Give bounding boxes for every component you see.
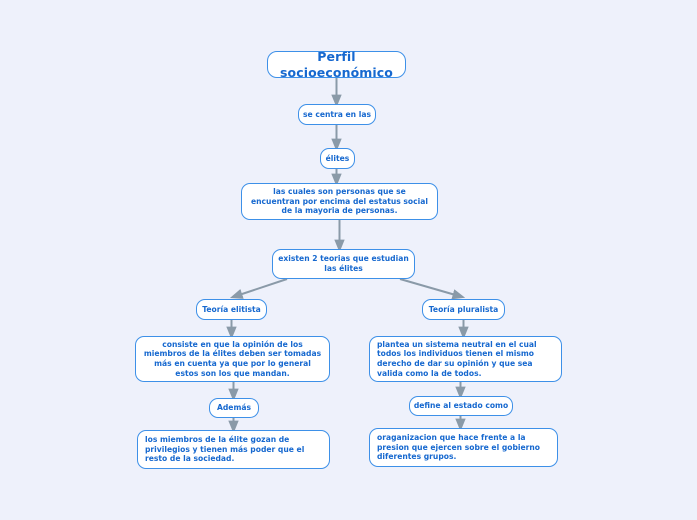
node-organizacion-presion-gobierno[interactable]: oraganizacion que hace frente a la presi…	[369, 428, 558, 467]
connector-existen-to-elitista	[229, 278, 288, 299]
node-define-label: define al estado como	[413, 401, 509, 411]
node-plantea-label: plantea un sistema neutral en el cual to…	[377, 339, 537, 378]
node-root-label: Perfil socioeconómico	[280, 48, 393, 80]
node-miembros-elite-gozan[interactable]: los miembros de la élite gozan de privil…	[137, 430, 330, 469]
node-organizacion-label: oraganizacion que hace frente a la presi…	[377, 432, 541, 462]
node-existen-2-teorias[interactable]: existen 2 teorias que estudian las élite…	[272, 249, 415, 279]
node-teoria-elitista[interactable]: Teoría elitista	[196, 299, 267, 320]
node-elites-label: élites	[325, 153, 350, 163]
node-existen-label: existen 2 teorias que estudian las élite…	[278, 254, 409, 273]
node-ademas[interactable]: Además	[209, 398, 259, 418]
node-consiste-label: consiste en que la opinión de los miembr…	[143, 339, 322, 378]
node-consiste-opinion-miembros[interactable]: consiste en que la opinión de los miembr…	[135, 336, 330, 382]
node-las-cuales-label: las cuales son personas que se encuentra…	[251, 186, 428, 216]
node-define-al-estado-como[interactable]: define al estado como	[409, 396, 513, 416]
node-las-cuales-son-personas[interactable]: las cuales son personas que se encuentra…	[241, 183, 438, 220]
node-se-centra-label: se centra en las	[303, 109, 371, 119]
node-ademas-label: Además	[216, 403, 252, 413]
node-teoria-pluralista[interactable]: Teoría pluralista	[422, 299, 505, 320]
node-plantea-sistema-neutral[interactable]: plantea un sistema neutral en el cual to…	[369, 336, 562, 382]
node-se-centra-en-las[interactable]: se centra en las	[298, 104, 376, 125]
node-elites[interactable]: élites	[320, 148, 355, 169]
node-teoria-pluralista-label: Teoría pluralista	[428, 304, 499, 314]
node-miembros-label: los miembros de la élite gozan de privil…	[145, 434, 305, 464]
connector-existen-to-pluralista	[399, 278, 466, 300]
node-root-perfil-socioeconomico[interactable]: Perfil socioeconómico	[267, 48, 406, 80]
node-teoria-elitista-label: Teoría elitista	[202, 304, 261, 314]
